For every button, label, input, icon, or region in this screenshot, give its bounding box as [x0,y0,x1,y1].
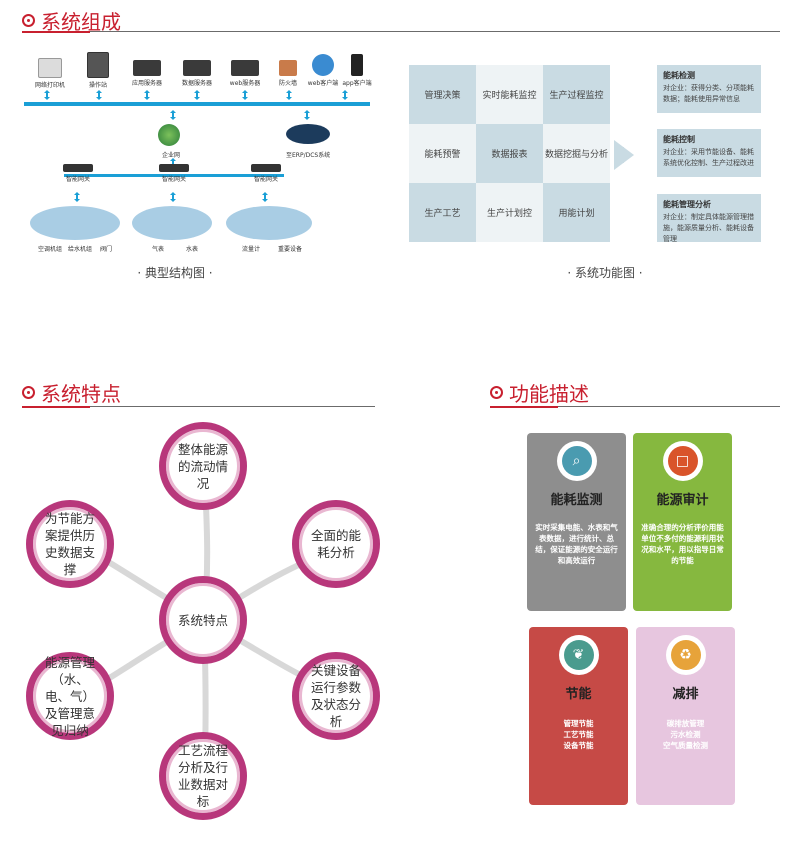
title-underline [558,406,780,407]
section-title-composition: 系统组成 [22,6,121,35]
structure-diagram: 网络打印机 操作站 应用服务器 数据服务器 web服务器 防火墙 web客户端 … [24,52,374,262]
grid-cell: 能耗预警 [409,124,476,183]
function-card-reduction: ♻ 减排 碳排放管理 污水检测 空气质量检测 [636,627,735,805]
link-arrow-icon [262,192,268,202]
hvac-group [30,206,120,240]
gateway-bus-line [64,174,284,177]
function-map-caption: · 系统功能图 · [567,266,643,280]
feature-node: 全面的能耗分析 [292,500,380,588]
recycle-icon: ♻ [670,640,701,670]
flow-group [226,206,312,240]
link-arrow-icon [96,90,102,100]
workstation-device: 操作站 [78,52,118,89]
link-arrow-icon [286,90,292,100]
link-arrow-icon [170,110,176,120]
arrow-shaft [614,147,624,163]
link-arrow-icon [74,192,80,202]
grid-cell: 生产计划控 [476,183,543,242]
gateway-device: 智能网关 [154,164,194,183]
meter-group [132,206,212,240]
feature-node: 为节能方案提供历史数据支撑 [26,500,114,588]
function-card-audit: □ 能源审计 准确合理的分析评价用能单位不多付的能源利用状况和水平，用以指导日常… [633,433,732,611]
printer-device: 网络打印机 [30,58,70,89]
title-underline-accent [490,406,558,408]
section-title-functions: 功能描述 [490,378,589,407]
grid-cell: 生产工艺 [409,183,476,242]
feature-node: 工艺流程分析及行业数据对标 [159,732,247,820]
erp-system-icon [286,124,330,144]
structure-caption: · 典型结构图 · [137,266,213,280]
title-underline [90,406,375,407]
circle-dot-icon [490,386,503,399]
grid-cell: 管理决策 [409,65,476,124]
title-underline-accent [22,406,90,408]
monitor-icon: □ [667,446,698,476]
function-box-monitoring: 能耗检测 对企业：获得分类、分项能耗数据；能耗使用异常信息 [657,65,761,113]
link-arrow-icon [194,90,200,100]
title-underline-accent [22,31,90,33]
data-server-device: 数据服务器 [176,60,218,87]
circle-dot-icon [22,14,35,27]
feature-node: 关键设备运行参数及状态分析 [292,652,380,740]
grid-cell: 生产过程监控 [543,65,610,124]
link-arrow-icon [242,90,248,100]
function-grid: 管理决策 实时能耗监控 生产过程监控 能耗预警 数据报表 数据挖掘与分析 生产工… [409,65,611,243]
web-server-device: web服务器 [224,60,266,87]
app-client-device: app客户端 [340,54,374,87]
circle-dot-icon [22,386,35,399]
link-arrow-icon [144,90,150,100]
feature-center-node: 系统特点 [159,576,247,664]
function-card-saving: ❦ 节能 管理节能 工艺节能 设备节能 [529,627,628,805]
grid-cell: 实时能耗监控 [476,65,543,124]
grid-cell: 数据挖掘与分析 [543,124,610,183]
link-arrow-icon [170,192,176,202]
link-arrow-icon [304,110,310,120]
feature-node: 能源管理（水、电、气）及管理意见归纳 [26,652,114,740]
globe-icon [158,124,180,146]
leaf-icon: ❦ [563,640,594,670]
gateway-device: 智能网关 [58,164,98,183]
grid-cell: 用能计划 [543,183,610,242]
section-title-features: 系统特点 [22,378,121,407]
firewall-device: 防火墙 [272,60,304,87]
app-server-device: 应用服务器 [126,60,168,87]
function-card-monitoring: ⌕ 能耗监测 实时采集电能、水表和气表数据，进行统计、总结，保证能源的安全运行和… [527,433,626,611]
link-arrow-icon [44,90,50,100]
grid-cell: 数据报表 [476,124,543,183]
web-client-device: web客户端 [306,54,340,87]
function-box-analysis: 能耗管理分析 对企业：制定具体能源管理措施，能源质量分析、能耗设备管理 [657,194,761,243]
feature-node: 整体能源的流动情况 [159,422,247,510]
title-underline [90,31,780,32]
gateway-device: 智能网关 [246,164,286,183]
link-arrow-icon [342,90,348,100]
magnifier-icon: ⌕ [561,446,592,476]
function-box-control: 能耗控制 对企业：采用节能设备、能耗系统优化控制、生产过程改进 [657,129,761,177]
top-bus-line [24,102,370,106]
